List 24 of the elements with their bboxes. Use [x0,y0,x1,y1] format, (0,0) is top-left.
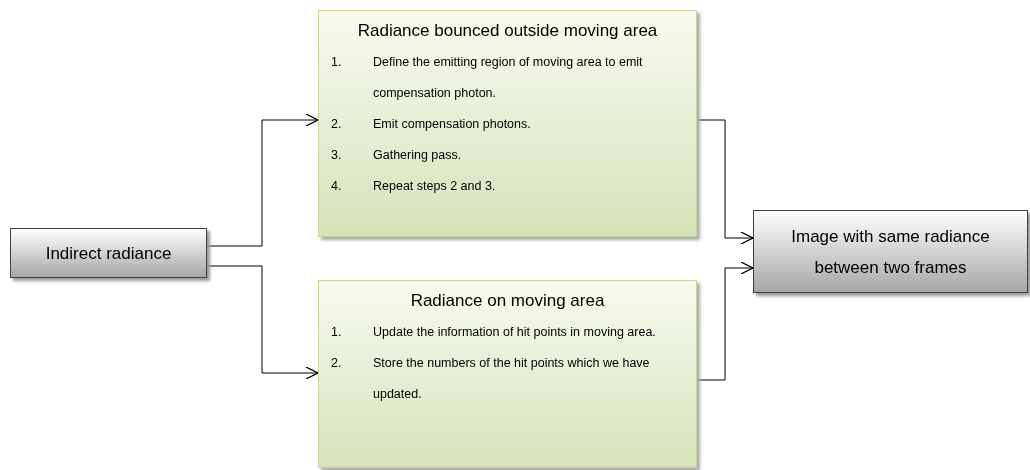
step-text: Update the information of hit points in moving area. [373,324,657,341]
step-number: 3. [331,147,343,164]
step-text: Define the emitting region of moving area to emit compensation photon. [373,54,644,102]
elbow-arrow [206,265,319,380]
step-number: 1. [331,54,343,71]
step-list-box [318,10,697,237]
box-heading: Radiance on moving area [409,291,606,311]
step-text: Gathering pass. [373,147,463,164]
elbow-arrow [696,119,754,245]
elbow-arrow [206,113,319,247]
step-text: Repeat steps 2 and 3. [373,178,497,195]
process-box [10,228,207,278]
step-text: Emit compensation photons. [373,116,532,133]
box-label: Indirect radiance [44,242,173,265]
step-number: 2. [331,116,343,133]
process-box [753,210,1028,293]
step-list-box [318,280,697,468]
step-text: Store the numbers of the hit points which we have updated. [373,355,651,403]
step-number: 2. [331,355,343,372]
step-number: 4. [331,178,343,195]
elbow-arrow [696,261,754,381]
box-heading: Radiance bounced outside moving area [356,21,659,41]
step-number: 1. [331,324,343,341]
box-label: Image with same radiance between two frames [790,225,991,279]
